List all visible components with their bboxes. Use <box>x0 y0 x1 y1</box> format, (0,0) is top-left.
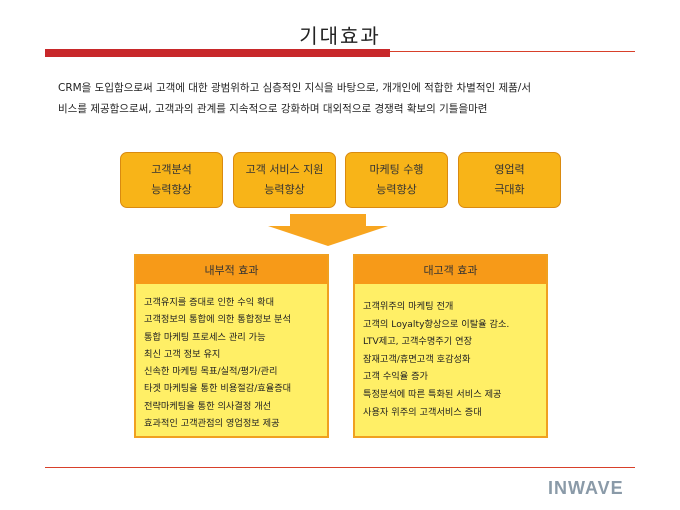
benefit-box-line1: 마케팅 수행 <box>369 163 424 176</box>
internal-effect-item: 전략마케팅을 통한 의사결정 개선 <box>144 400 272 412</box>
customer-effect-item: 고객위주의 마케팅 전개 <box>363 301 454 312</box>
benefit-box-marketing: 마케팅 수행 능력향상 <box>345 152 448 208</box>
internal-effect-item: 최신 고객 정보 유지 <box>144 348 221 360</box>
internal-effects-title: 내부적 효과 <box>136 256 327 284</box>
customer-effects-panel: 대고객 효과 고객위주의 마케팅 전개 고객의 Loyalty향상으로 이탈율 … <box>353 254 548 438</box>
customer-effect-item: LTV제고, 고객수명주기 연장 <box>363 336 473 348</box>
customer-effect-item: 고객 수익율 증가 <box>363 371 429 383</box>
intro-line-1: CRM을 도입함으로써 고객에 대한 광범위하고 심층적인 지식을 바탕으로, … <box>58 82 531 94</box>
benefit-box-line1: 고객분석 <box>151 163 192 176</box>
customer-effect-item: 특정분석에 따른 특화된 서비스 제공 <box>363 388 502 400</box>
internal-effect-item: 타겟 마케팅을 통한 비용절감/효율증대 <box>144 383 292 395</box>
benefit-box-line2: 능력향상 <box>264 183 305 196</box>
customer-effect-item: 잠재고객/휴면고객 호감성화 <box>363 353 471 365</box>
benefit-box-line2: 극대화 <box>494 183 525 196</box>
footer-divider <box>45 467 635 468</box>
down-arrow-icon <box>268 214 388 246</box>
internal-effects-panel: 내부적 효과 고객유지를 증대로 인한 수익 확대 고객정보의 통합에 의한 통… <box>134 254 329 438</box>
company-logo: INWAVE <box>548 478 624 498</box>
benefit-box-line2: 능력향상 <box>151 183 192 196</box>
benefit-box-customer-service: 고객 서비스 지원 능력향상 <box>233 152 336 208</box>
benefit-box-line1: 영업력 <box>494 163 525 176</box>
internal-effect-item: 효과적인 고객관점의 영업정보 제공 <box>144 418 280 430</box>
intro-line-2: 비스를 제공함으로써, 고객과의 관계를 지속적으로 강화하며 대외적으로 경쟁… <box>58 103 488 115</box>
customer-effect-item: 사용자 위주의 고객서비스 증대 <box>363 406 482 418</box>
title-accent-bar <box>45 49 390 57</box>
benefit-box-sales: 영업력 극대화 <box>458 152 561 208</box>
benefit-box-customer-analysis: 고객분석 능력향상 <box>120 152 223 208</box>
internal-effect-item: 고객유지를 증대로 인한 수익 확대 <box>144 297 275 308</box>
page-title: 기대효과 <box>299 24 381 48</box>
benefit-box-line2: 능력향상 <box>376 183 417 196</box>
internal-effect-item: 통합 마케팅 프로세스 관리 가능 <box>144 331 266 343</box>
internal-effect-item: 신속한 마케팅 목표/실적/평가/관리 <box>144 366 278 378</box>
internal-effect-item: 고객정보의 통합에 의한 통합정보 분석 <box>144 314 291 326</box>
intro-paragraph: CRM을 도입함으로써 고객에 대한 광범위하고 심층적인 지식을 바탕으로, … <box>58 78 633 120</box>
customer-effect-item: 고객의 Loyalty향상으로 이탈율 감소. <box>363 318 510 330</box>
customer-effects-title: 대고객 효과 <box>355 256 546 284</box>
benefit-box-line1: 고객 서비스 지원 <box>245 163 324 176</box>
